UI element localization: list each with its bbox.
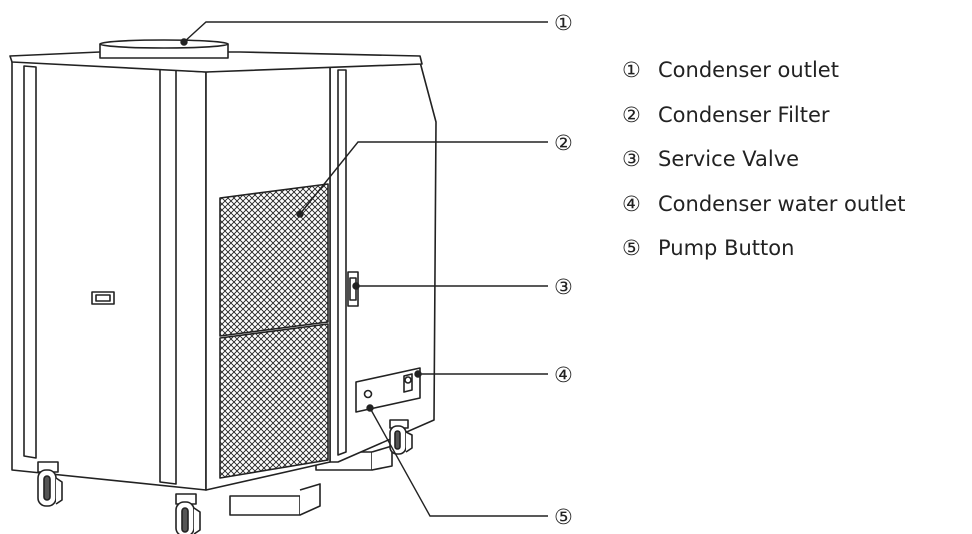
legend-number: ④ [622, 191, 641, 216]
legend-label: Pump Button [658, 236, 795, 260]
parts-legend: ① Condenser outlet ② Condenser Filter ③ Ser… [622, 48, 905, 271]
callout-markers: ① ② ③ ④ ⑤ [554, 11, 573, 529]
leader-lines [180, 21, 548, 517]
legend-label: Service Valve [658, 147, 800, 171]
front-panel [11, 59, 207, 491]
casters [37, 419, 413, 534]
leader-line-1 [180, 21, 548, 46]
control-box [355, 367, 421, 413]
legend-item: ③ Service Valve [622, 137, 905, 182]
caster-front-right [175, 493, 201, 534]
caster-front-left [37, 461, 63, 507]
legend-item: ① Condenser outlet [622, 48, 905, 93]
legend-item: ④ Condenser water outlet [622, 182, 905, 227]
legend-number: ③ [622, 147, 641, 171]
legend-number: ① [622, 58, 641, 82]
callout-marker-4: ④ [554, 363, 573, 387]
leader-line-4 [414, 370, 548, 378]
legend-label: Condenser outlet [658, 58, 839, 82]
leader-line-5 [366, 404, 548, 517]
callout-marker-2: ② [554, 131, 573, 155]
front-handle [91, 291, 115, 305]
condenser-outlet [99, 39, 229, 59]
unit-drawing [9, 39, 437, 534]
legend-item: ② Condenser Filter [622, 93, 905, 138]
legend-item: ⑤ Pump Button [622, 226, 905, 271]
legend-label: Condenser water outlet [658, 191, 906, 216]
legend-label: Condenser Filter [658, 102, 830, 127]
callout-marker-1: ① [554, 11, 573, 35]
callout-marker-3: ③ [554, 275, 573, 299]
leader-line-2 [296, 141, 548, 218]
legend-number: ② [622, 102, 641, 127]
condenser-filter [219, 183, 329, 479]
leader-line-3 [352, 282, 548, 290]
caster-rear-right [389, 419, 413, 455]
base-blocks [229, 445, 393, 516]
callout-marker-5: ⑤ [554, 505, 573, 529]
legend-number: ⑤ [622, 236, 641, 260]
